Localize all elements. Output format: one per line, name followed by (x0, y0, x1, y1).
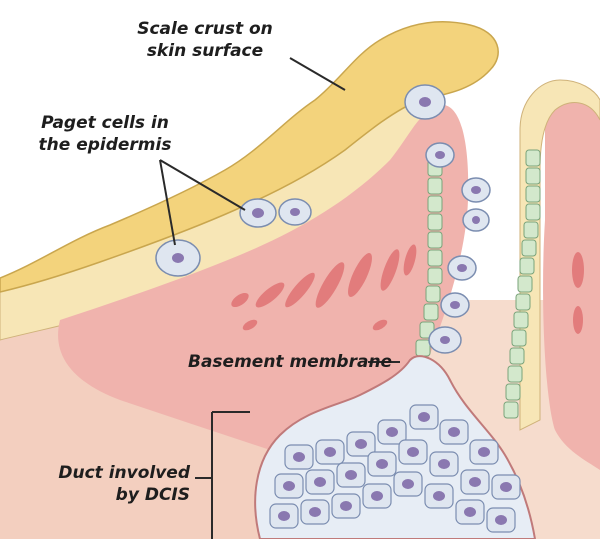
scale-crust-label: Scale crust on skin surface (125, 18, 285, 62)
dcis-cell (270, 504, 298, 528)
dcis-cell (425, 484, 453, 508)
dcis-cell (470, 440, 498, 464)
dcis-cell (301, 500, 329, 524)
basement-membrane-label: Basement membrane (188, 351, 392, 373)
dcis-cell (363, 484, 391, 508)
paget-cell (463, 209, 489, 231)
dcis-cell (275, 474, 303, 498)
dcis-cell (337, 463, 365, 487)
dcis-cell (332, 494, 360, 518)
dcis-cell (399, 440, 427, 464)
dcis-cell (461, 470, 489, 494)
paget-cell (441, 293, 469, 317)
paget-cell (426, 143, 454, 167)
dcis-cell (430, 452, 458, 476)
dcis-cell (492, 475, 520, 499)
paget-cell (240, 199, 276, 227)
paget-cell (429, 327, 461, 353)
paget-cells-label-line1: Paget cells in (30, 112, 180, 134)
duct-dcis-label-line2: by DCIS (40, 484, 190, 506)
scale-crust-label-line1: Scale crust on (125, 18, 285, 40)
dcis-cell (440, 420, 468, 444)
dcis-cell (306, 470, 334, 494)
scale-crust-label-line2: skin surface (125, 40, 285, 62)
dcis-cell (368, 452, 396, 476)
paget-cell (279, 199, 311, 225)
duct-dcis-label: Duct involved by DCIS (40, 462, 190, 506)
paget-cell (405, 85, 445, 119)
paget-cell (462, 178, 490, 202)
duct-dcis-label-line1: Duct involved (40, 462, 190, 484)
dcis-cell (456, 500, 484, 524)
dcis-cell (285, 445, 313, 469)
paget-cells-label: Paget cells in the epidermis (30, 112, 180, 156)
right-papilla (543, 100, 600, 470)
paget-cell (156, 240, 200, 276)
dcis-cell (487, 508, 515, 532)
dcis-cell (316, 440, 344, 464)
dcis-cell (410, 405, 438, 429)
paget-cell (448, 256, 476, 280)
crust-leader (290, 58, 345, 90)
dcis-cell (394, 472, 422, 496)
paget-cells-label-line2: the epidermis (30, 134, 180, 156)
